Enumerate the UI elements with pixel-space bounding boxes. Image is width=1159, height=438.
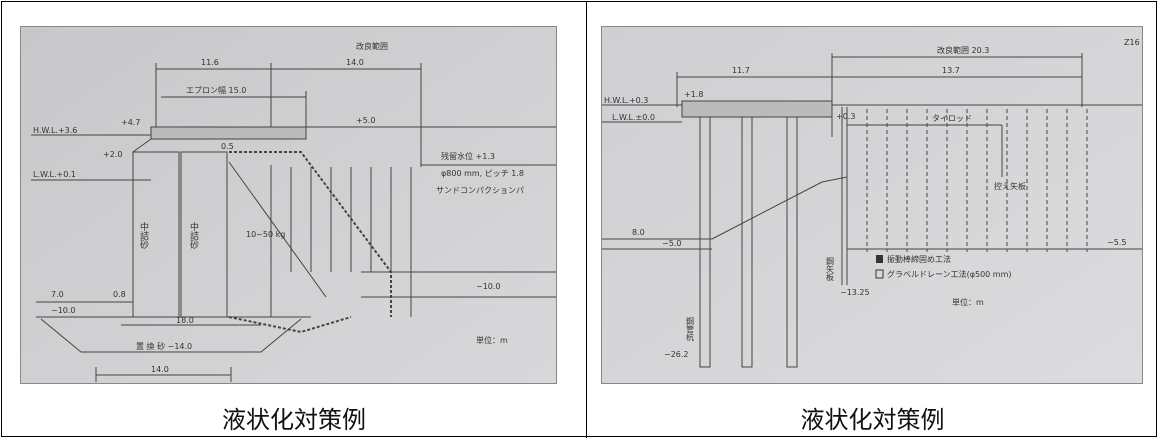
label-sand-compaction: サンドコンパクションパ — [436, 186, 524, 195]
right-diagram-photo: 改良範囲 20.3 11.7 13.7 +1.8 H.W.L.+0.3 L.W.… — [601, 26, 1143, 384]
label-unit: 単位：m — [476, 335, 508, 345]
label-unit-r: 単位：m — [952, 297, 984, 307]
right-cross-section-diagram: 改良範囲 20.3 11.7 13.7 +1.8 H.W.L.+0.3 L.W.… — [602, 27, 1142, 383]
label-pile-spec: φ800 mm, ピッチ 1.8 — [441, 169, 524, 178]
label-minus-26-2: −26.2 — [664, 350, 689, 359]
label-minus-5-0: −5.0 — [662, 239, 681, 248]
label-hwl: H.W.L.+3.6 — [33, 126, 77, 135]
label-residual-wl: 残留水位 +1.3 — [441, 151, 495, 161]
label-improve-range: 改良範囲 — [356, 41, 388, 51]
label-lwl-r: L.W.L.±0.0 — [612, 113, 655, 122]
label-plus-5-0: +5.0 — [356, 116, 375, 125]
label-plus-1-8: +1.8 — [684, 90, 703, 99]
label-dim-14-0-top: 14.0 — [346, 58, 364, 67]
label-minus-13-25: −13.25 — [840, 288, 870, 297]
label-dim-13-7: 13.7 — [942, 66, 960, 75]
label-stone: 10~50 kg — [246, 230, 285, 239]
label-dim-14-0-bottom: 14.0 — [151, 365, 169, 374]
label-dim-18-0: 18.0 — [176, 316, 194, 325]
column-divider — [586, 2, 587, 438]
label-steel-sheet: 鋼矢板 — [826, 256, 835, 282]
label-lwl: L.W.L.+0.1 — [33, 170, 76, 179]
label-replace-sand: 置 換 砂 −14.0 — [136, 341, 192, 351]
legend-method-gravel: グラベルドレーン工法(φ500 mm) — [887, 269, 1012, 279]
label-plus-2-0: +2.0 — [103, 150, 122, 159]
label-minus-10-left: −10.0 — [51, 306, 76, 315]
label-apron: エプロン幅 15.0 — [186, 85, 246, 95]
legend-swatch-vibro — [876, 255, 883, 263]
label-anchor: 控え矢板 — [994, 181, 1026, 191]
label-dim-0-8: 0.8 — [113, 290, 126, 299]
left-cross-section-diagram: 改良範囲 11.6 14.0 エプロン幅 15.0 +4.7 H.W.L.+3.… — [21, 27, 556, 383]
right-panel: 改良範囲 20.3 11.7 13.7 +1.8 H.W.L.+0.3 L.W.… — [587, 2, 1158, 438]
label-plus-4-7: +4.7 — [121, 118, 140, 127]
label-dim-8-0: 8.0 — [632, 228, 645, 237]
label-dim-11-7: 11.7 — [732, 66, 750, 75]
left-diagram-photo: 改良範囲 11.6 14.0 エプロン幅 15.0 +4.7 H.W.L.+3.… — [20, 26, 557, 384]
label-fill-sand-1: 中詰砂 — [138, 221, 149, 250]
label-hwl-r: H.W.L.+0.3 — [604, 96, 648, 105]
label-tie-rod: タイロッド — [932, 114, 972, 123]
right-caption: 液状化対策例 — [800, 406, 945, 434]
label-minus-10-right: −10.0 — [476, 282, 501, 291]
label-steel-pile: 鋼管杭 — [686, 316, 695, 342]
label-dim-11-6: 11.6 — [201, 58, 219, 67]
label-dim-0-5: 0.5 — [221, 142, 234, 151]
legend-method-vibro: 振動棒締固め工法 — [887, 254, 951, 264]
label-plus-0-3: +0.3 — [836, 112, 855, 121]
left-caption: 液状化対策例 — [222, 406, 366, 434]
label-page-mark: Z16 — [1124, 38, 1140, 47]
legend-swatch-gravel — [875, 269, 884, 279]
label-minus-5-5: −5.5 — [1107, 238, 1126, 247]
label-dim-7-0: 7.0 — [51, 290, 64, 299]
left-panel: 改良範囲 11.6 14.0 エプロン幅 15.0 +4.7 H.W.L.+3.… — [2, 2, 586, 438]
label-improve-range-r: 改良範囲 20.3 — [937, 45, 989, 55]
label-fill-sand-2: 中詰砂 — [188, 221, 199, 250]
